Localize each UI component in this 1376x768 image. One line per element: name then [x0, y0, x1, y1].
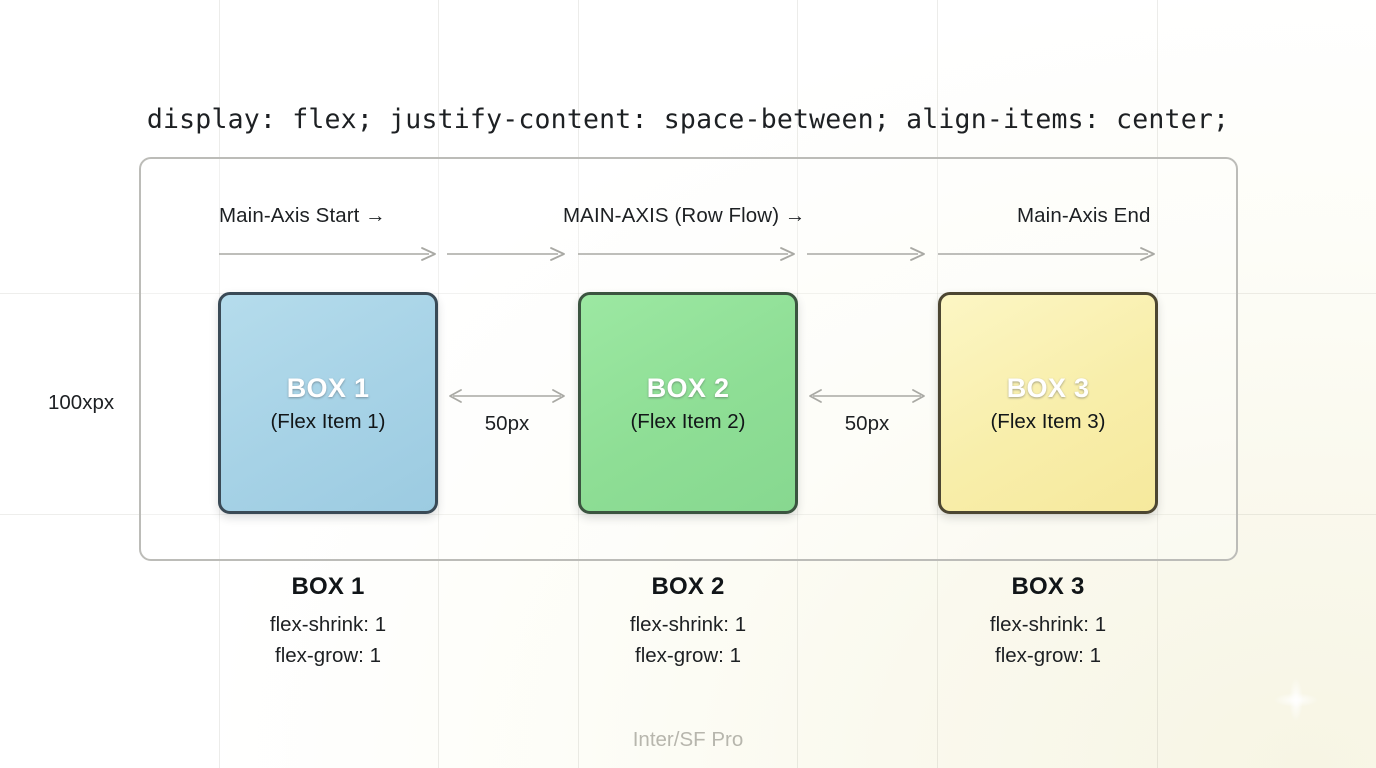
main-axis-arrow-segment: [219, 246, 438, 262]
gap-measure-1: 50px: [447, 388, 567, 436]
container-height-label: 100xpx: [48, 391, 115, 414]
legend-title: BOX 1: [291, 573, 365, 600]
legend-title: BOX 2: [651, 573, 725, 600]
flex-item-box-1[interactable]: BOX 1 (Flex Item 1): [218, 292, 438, 514]
legend-box-1: BOX 1 flex-shrink: 1 flex-grow: 1: [218, 573, 438, 671]
main-axis-arrow-segment: [807, 246, 927, 262]
main-axis-middle-label: MAIN-AXIS (Row Flow) →: [563, 204, 806, 227]
css-declaration-title: display: flex; justify-content: space-be…: [146, 104, 1230, 135]
legend-flex-shrink: flex-shrink: 1: [989, 612, 1107, 636]
legend-flex-grow: flex-grow: 1: [275, 643, 381, 667]
gap-label: 50px: [844, 412, 890, 435]
main-axis-arrow-segment: [578, 246, 797, 262]
flex-item-box-2[interactable]: BOX 2 (Flex Item 2): [578, 292, 798, 514]
box-subtitle: (Flex Item 1): [270, 409, 386, 433]
legend-flex-shrink: flex-shrink: 1: [269, 612, 387, 636]
main-axis-start-label: Main-Axis Start →: [219, 204, 386, 227]
flex-item-box-3[interactable]: BOX 3 (Flex Item 3): [938, 292, 1158, 514]
legend-flex-grow: flex-grow: 1: [995, 643, 1101, 667]
main-axis-arrow-segment: [447, 246, 567, 262]
main-axis-end-label: Main-Axis End: [1017, 204, 1151, 227]
double-arrow-icon: [447, 388, 567, 404]
legend-flex-grow: flex-grow: 1: [635, 643, 741, 667]
box-subtitle: (Flex Item 3): [990, 409, 1106, 433]
legend-box-2: BOX 2 flex-shrink: 1 flex-grow: 1: [578, 573, 798, 671]
gap-measure-2: 50px: [807, 388, 927, 436]
double-arrow-icon: [807, 388, 927, 404]
legend-flex-shrink: flex-shrink: 1: [629, 612, 747, 636]
main-axis-arrow-segment: [938, 246, 1157, 262]
font-credit-footer: Inter/SF Pro: [632, 728, 744, 751]
main-axis-arrows: [0, 246, 1376, 262]
main-axis-labels: Main-Axis Start → MAIN-AXIS (Row Flow) →…: [0, 204, 1376, 236]
box-title: BOX 1: [286, 372, 370, 403]
legend-box-3: BOX 3 flex-shrink: 1 flex-grow: 1: [938, 573, 1158, 671]
box-title: BOX 2: [646, 372, 730, 403]
legend-title: BOX 3: [1011, 573, 1085, 600]
gap-label: 50px: [484, 412, 530, 435]
box-subtitle: (Flex Item 2): [630, 409, 746, 433]
box-title: BOX 3: [1006, 372, 1090, 403]
